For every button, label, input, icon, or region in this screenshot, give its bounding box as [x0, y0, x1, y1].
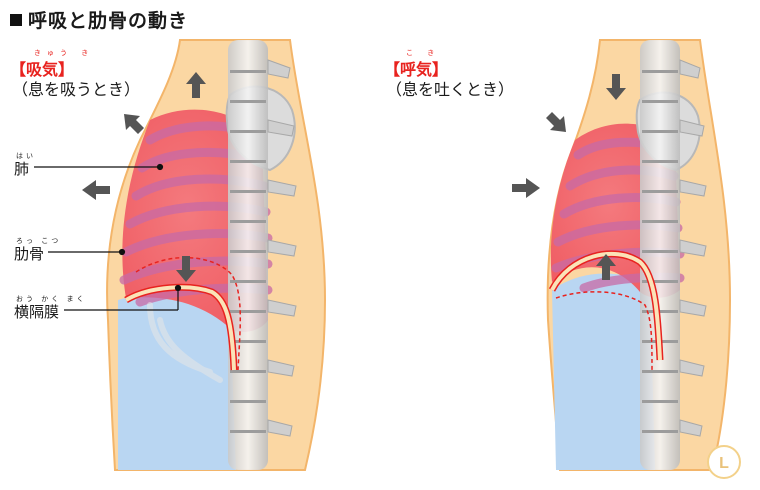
inhale-leader-lines: [34, 163, 182, 311]
lung-ruby: はい: [16, 152, 36, 160]
rib-label: 肋骨: [14, 245, 45, 263]
exhale-up-arrow-icon: [596, 254, 616, 280]
exhale-right-arrow-icon: [512, 178, 540, 198]
inhale-upleft-arrow-icon: [124, 114, 144, 134]
inhale-caption: （息を吸うとき）: [12, 80, 141, 99]
logo-text: L: [719, 455, 729, 472]
inhale-down-arrow-icon: [176, 256, 196, 282]
exhale-down-arrow-icon: [606, 74, 626, 100]
logo-icon: L: [707, 445, 741, 479]
rib-ruby: ろっ こつ: [16, 237, 62, 245]
inhale-left-arrow-icon: [82, 180, 110, 200]
exhale-abdomen: [552, 273, 655, 470]
inhale-figure: [34, 39, 327, 471]
diaphragm-label: 横隔膜: [14, 303, 60, 321]
exhale-figure: [512, 39, 732, 471]
exhale-caption: （息を吐くとき）: [386, 80, 515, 99]
inhale-ruby: きゅう き: [34, 49, 95, 57]
exhale-ruby: こ き: [406, 49, 441, 57]
lung-label: 肺: [14, 160, 30, 178]
inhale-diaphragm: [124, 256, 241, 371]
inhale-arrows: [82, 72, 206, 282]
title-square-icon: [10, 14, 22, 26]
inhale-up-arrow-icon: [186, 72, 206, 98]
inhale-abdomen: [118, 293, 236, 470]
page-title: 呼吸と肋骨の動き: [10, 6, 188, 33]
page-title-text: 呼吸と肋骨の動き: [28, 10, 189, 32]
exhale-diaphragm: [548, 250, 664, 373]
exhale-heading: 【呼気】: [384, 60, 449, 79]
inhale-heading: 【吸気】: [10, 60, 75, 79]
diaphragm-ruby: おう かく まく: [16, 295, 87, 303]
exhale-arrows: [512, 74, 626, 280]
exhale-downright-arrow-icon: [546, 112, 566, 132]
